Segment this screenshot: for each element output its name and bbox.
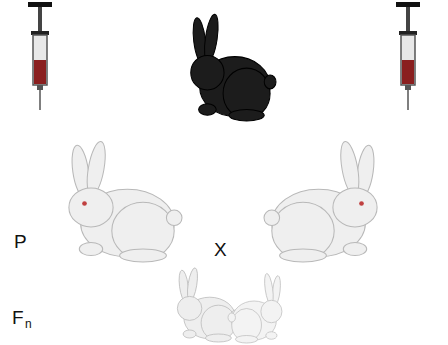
- generation-label: F: [12, 308, 24, 327]
- white-rabbit: [177, 267, 240, 342]
- black-rabbit: [191, 13, 276, 121]
- cross-symbol: X: [214, 240, 227, 259]
- syringe: [396, 2, 420, 110]
- generation-subscript: n: [25, 318, 32, 330]
- white-rabbit: [264, 140, 377, 262]
- syringe: [28, 2, 52, 110]
- generation-label: P: [14, 232, 27, 251]
- white-rabbit: [69, 140, 182, 262]
- white-rabbit: [228, 273, 282, 343]
